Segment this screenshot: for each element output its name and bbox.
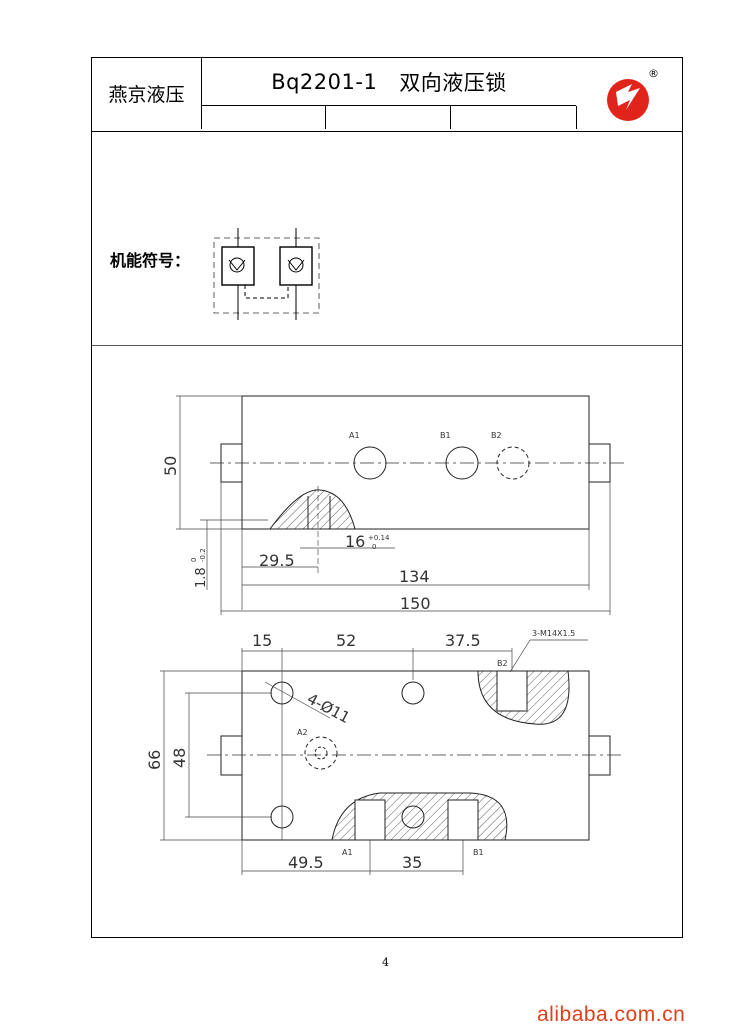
top-view <box>210 395 625 575</box>
bottom-view-dimensions <box>160 639 588 875</box>
thread-note: 3-M14X1.5 <box>532 629 575 638</box>
port-label: B2 <box>497 659 508 668</box>
product-name: 双向液压锁 <box>399 70 507 95</box>
registered-mark: ® <box>648 67 659 80</box>
dimension-label: 15 <box>252 631 272 650</box>
dimension-label: 29.5 <box>259 551 295 570</box>
dimension-label: 49.5 <box>288 853 324 872</box>
dimension-label: 16 <box>345 532 365 551</box>
title-block: 燕京液压 Bq2201-1 双向液压锁 ® <box>92 58 682 132</box>
company-name: 燕京液压 <box>92 58 202 129</box>
dimension-label: 66 <box>145 750 164 770</box>
tolerance-upper: +0.14 <box>368 534 390 542</box>
bottom-view <box>207 670 625 841</box>
dimension-label: 134 <box>399 567 430 586</box>
dimension-label: 1.8 <box>194 567 209 588</box>
company-logo: ® <box>576 58 684 129</box>
dimension-label: 35 <box>402 853 422 872</box>
dimension-label: 48 <box>170 748 189 768</box>
title-subcell <box>450 106 577 129</box>
port-label: B1 <box>440 431 451 440</box>
page-number: 4 <box>382 956 389 969</box>
tolerance-lower: -0.2 <box>199 548 207 562</box>
dimension-label: 150 <box>400 594 431 613</box>
symbol-section: 机能符号： <box>92 131 682 346</box>
model-number: Bq2201-1 <box>271 69 378 94</box>
hole-note: 4-Ø11 <box>304 690 353 727</box>
dimension-label: 50 <box>161 456 180 476</box>
dimension-label: 37.5 <box>445 631 481 650</box>
hydraulic-symbol <box>213 228 320 320</box>
watermark: alibaba.com.cn <box>537 1003 686 1026</box>
top-view-labels: A1 B1 B2 50 1.8 0 -0.2 29.5 16 +0.14 0 1… <box>161 431 502 613</box>
title-subcell <box>325 106 451 129</box>
port-label: B1 <box>473 848 484 857</box>
port-label: A2 <box>297 728 308 737</box>
tolerance-lower: 0 <box>372 543 376 551</box>
tolerance-upper: 0 <box>190 558 198 562</box>
port-label: A1 <box>349 431 360 440</box>
logo-glyph <box>616 84 640 110</box>
symbol-label: 机能符号： <box>110 251 191 270</box>
drawing-sheet: 燕京液压 Bq2201-1 双向液压锁 ® 机能符号： <box>91 57 683 938</box>
port-label: B2 <box>491 431 502 440</box>
title-subcell <box>202 106 326 129</box>
port-label: A1 <box>342 848 353 857</box>
top-view-dimensions <box>176 395 611 615</box>
drawing-title: Bq2201-1 双向液压锁 <box>202 58 576 106</box>
dimension-label: 52 <box>336 631 356 650</box>
